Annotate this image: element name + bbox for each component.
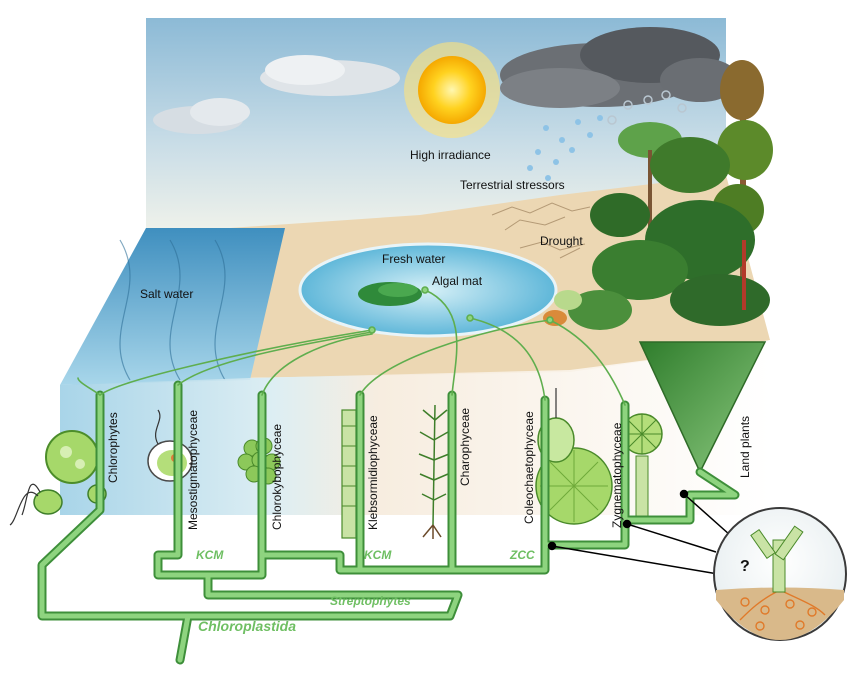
algal-mat xyxy=(358,282,422,306)
label-fresh-water: Fresh water xyxy=(382,252,446,266)
inset-callout-lines xyxy=(547,489,731,575)
label-mesostigmatophyceae: Mesostigmatophyceae xyxy=(186,409,200,530)
label-chlorophytes: Chlorophytes xyxy=(106,412,120,483)
label-zygnematophyceae: Zygnematophyceae xyxy=(610,422,624,528)
clade-label-streptophytes: Streptophytes xyxy=(330,594,411,608)
label-klebsormidiophyceae: Klebsormidiophyceae xyxy=(366,415,380,530)
phylogenetic-tree xyxy=(37,286,740,665)
cloud-left xyxy=(153,98,250,134)
label-terrestrial-stressors: Terrestrial stressors xyxy=(460,178,565,192)
storm-cloud xyxy=(500,27,740,108)
label-land-plants: Land plants xyxy=(738,415,752,478)
label-drought: Drought xyxy=(540,234,583,248)
clade-label-kcm-right: KCM xyxy=(364,548,392,562)
clade-label-zcc: ZCC xyxy=(510,548,535,562)
clade-label-chloroplastida: Chloroplastida xyxy=(198,618,297,634)
inset-magnifier xyxy=(713,507,847,641)
label-charophyceae: Charophyceae xyxy=(458,407,472,486)
clade-label-kcm-left: KCM xyxy=(196,548,224,562)
inset-question-mark: ? xyxy=(740,558,750,575)
hail-drops xyxy=(607,90,687,125)
land-plants-wedge xyxy=(638,341,767,474)
klebsormidium-filament xyxy=(341,409,357,539)
label-high-irradiance: High irradiance xyxy=(410,148,491,162)
label-chlorokybophyceae: Chlorokybophyceae xyxy=(270,423,284,530)
rain-drops xyxy=(527,115,603,181)
salt-water-sea xyxy=(60,228,285,385)
label-salt-water: Salt water xyxy=(140,287,194,301)
chara-plant xyxy=(418,404,450,539)
label-coleochaetophyceae: Coleochaetophyceae xyxy=(522,411,536,524)
sun-icon xyxy=(404,42,500,138)
drought-cracked-soil xyxy=(491,202,591,259)
label-algal-mat: Algal mat xyxy=(432,274,483,288)
cloud-middle xyxy=(260,55,400,96)
forest xyxy=(543,60,773,330)
